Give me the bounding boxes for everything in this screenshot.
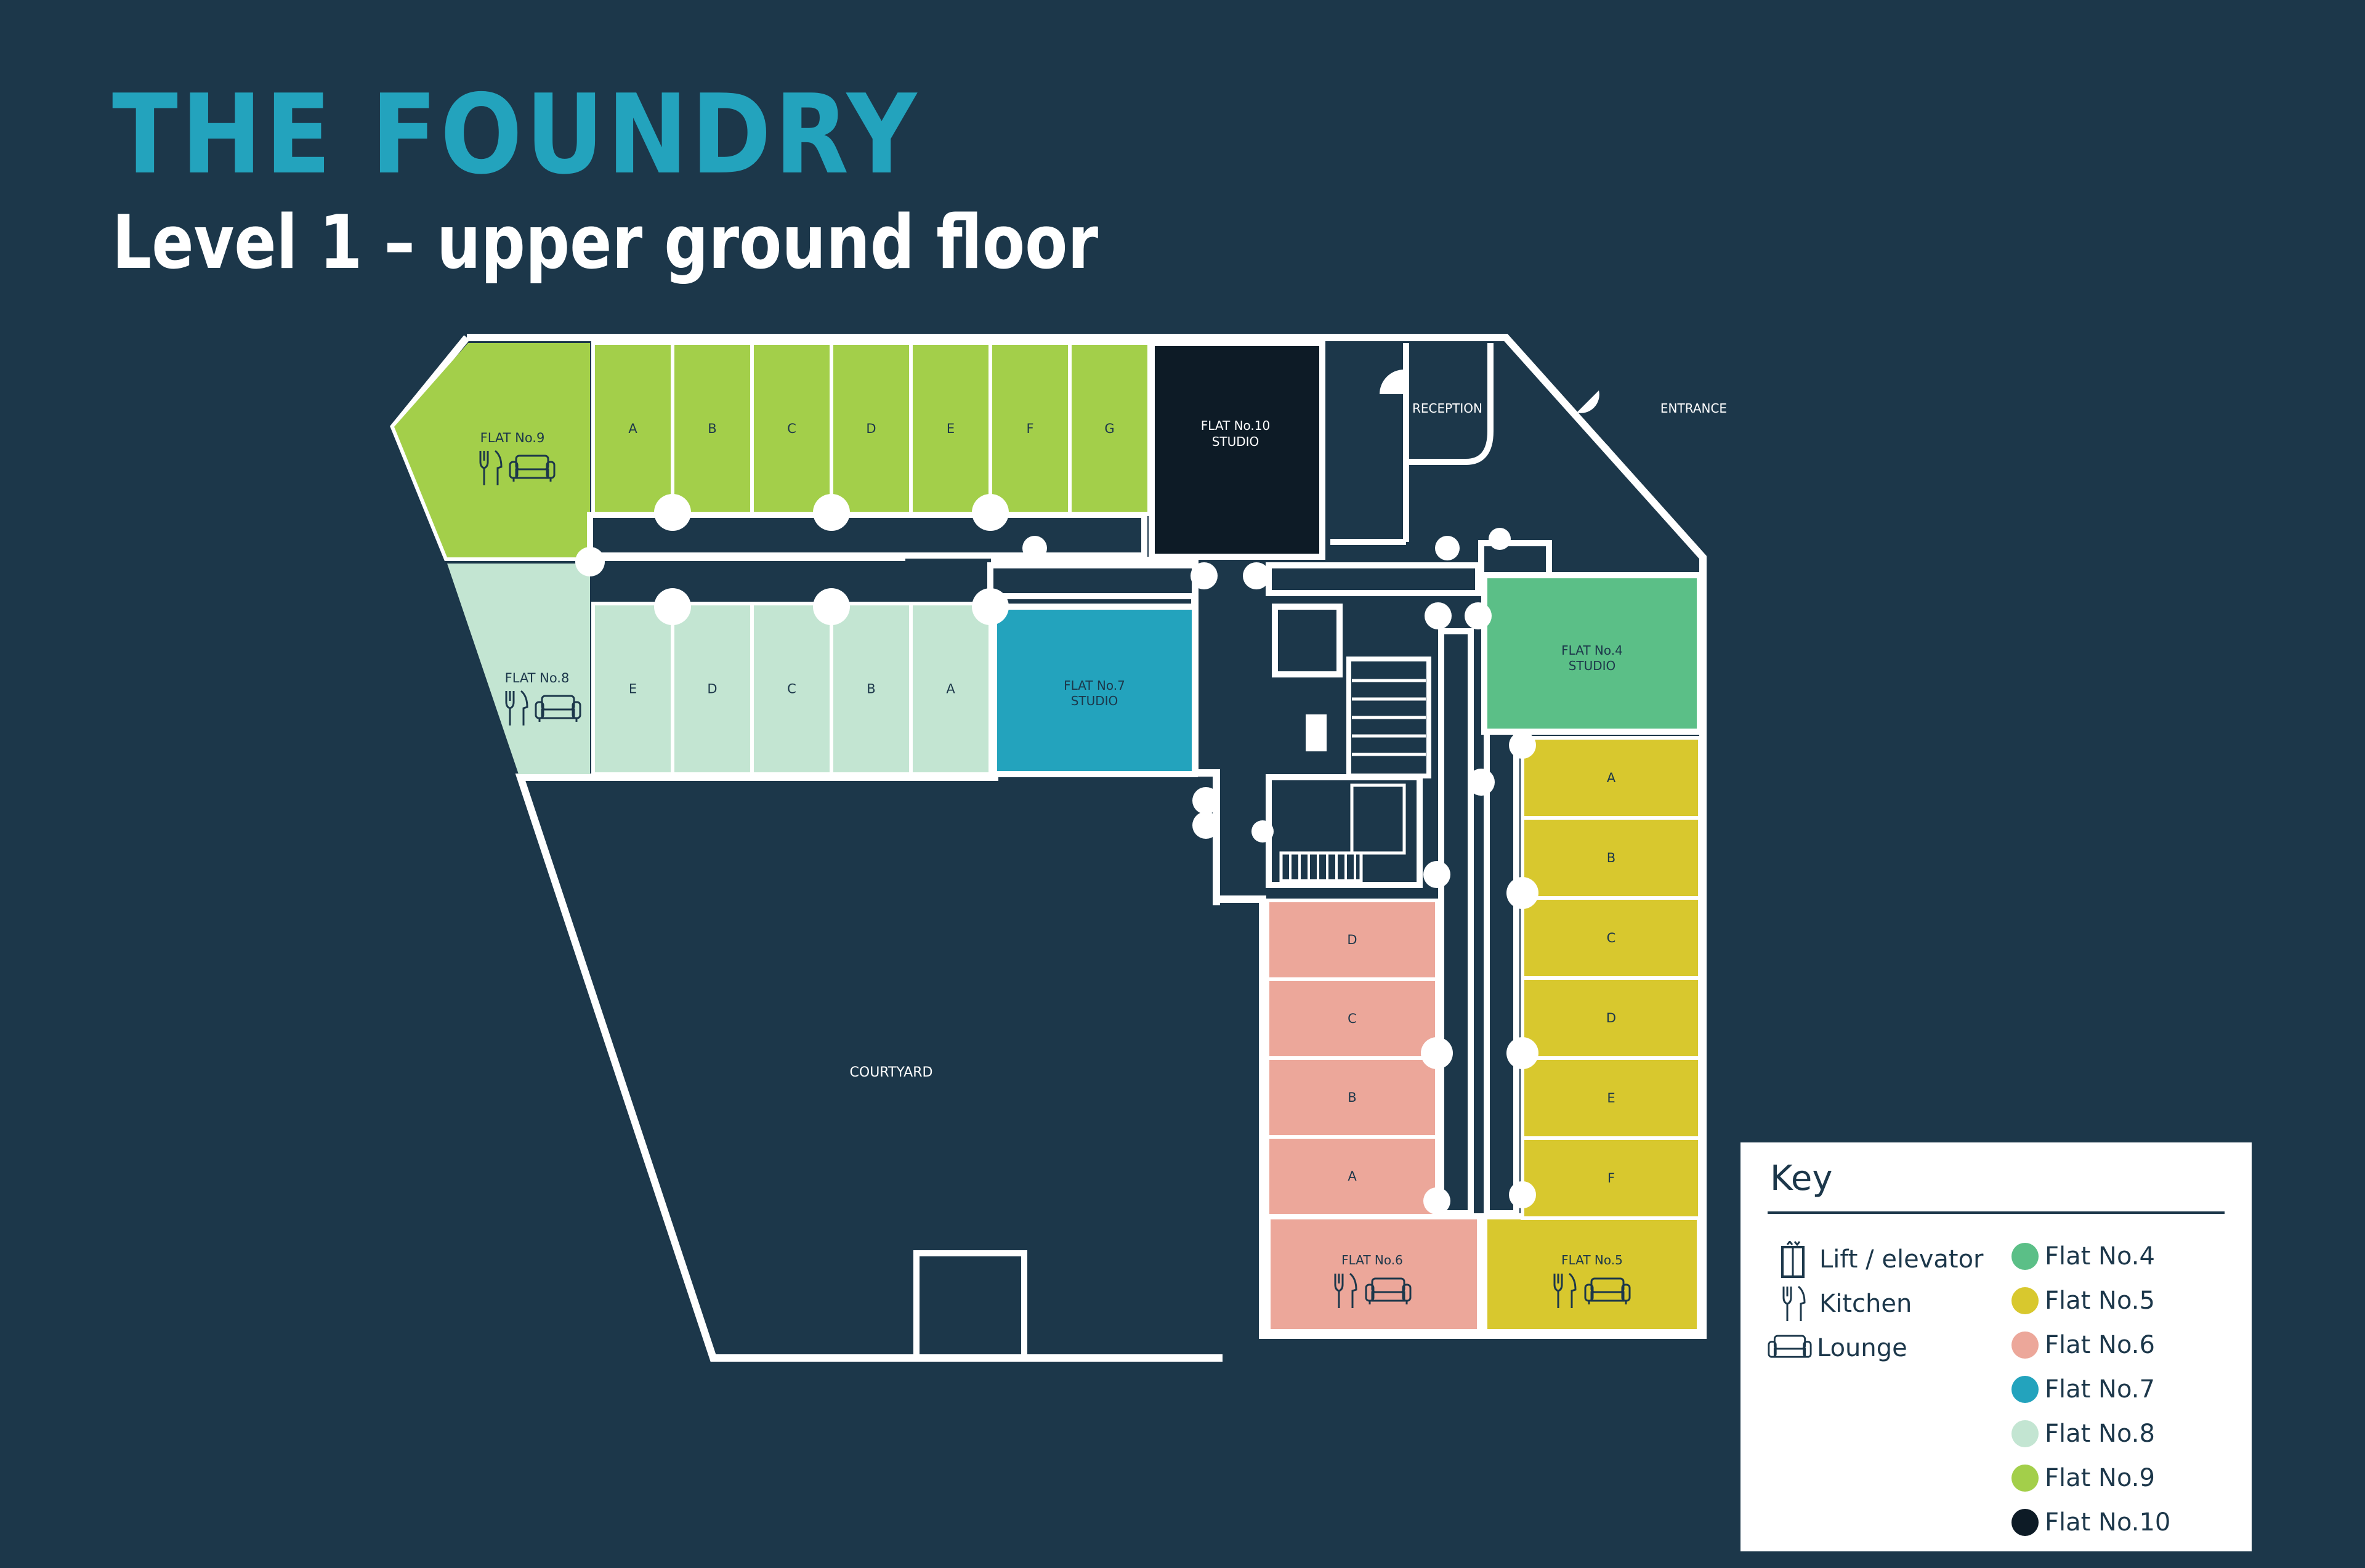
- room: [1521, 976, 1702, 1060]
- courtyard-label: COURTYARD: [850, 1065, 933, 1080]
- room-label: E: [1607, 1091, 1615, 1105]
- page-subtitle: Level 1 – upper ground floor: [112, 200, 1099, 286]
- room-label: B: [1607, 851, 1615, 865]
- flat-7-studio-label: STUDIO: [1071, 693, 1118, 708]
- kitchen-icon: [1782, 1285, 1806, 1321]
- key-lift-label: Lift / elevator: [1819, 1245, 1984, 1274]
- room: [830, 602, 913, 776]
- flat-4-studio-label: STUDIO: [1569, 658, 1616, 673]
- lift-icon: [1781, 1241, 1805, 1278]
- key-flat-label: Flat No.5: [2045, 1287, 2155, 1315]
- flat-9-label: FLAT No.9: [480, 430, 545, 445]
- color-swatch: [2011, 1332, 2039, 1359]
- key-flat-item: Flat No.8: [2011, 1420, 2155, 1448]
- color-swatch: [2011, 1465, 2039, 1492]
- room-label: E: [947, 421, 955, 436]
- room-label: C: [1348, 1011, 1357, 1026]
- key-flat-item: Flat No.7: [2011, 1375, 2155, 1404]
- entrance-door: [1577, 390, 1599, 413]
- room-label: D: [866, 421, 876, 436]
- key-flat-label: Flat No.4: [2045, 1242, 2155, 1271]
- room-label: B: [1348, 1090, 1356, 1105]
- room-label: A: [1348, 1169, 1357, 1184]
- reception-label: RECEPTION: [1412, 401, 1482, 416]
- flat-9-rooms: A B C D E F G: [591, 341, 1151, 516]
- key-flat-item: Flat No.5: [2011, 1287, 2155, 1315]
- flat-7-label: FLAT No.7: [1064, 678, 1125, 693]
- flat-5-label: FLAT No.5: [1561, 1253, 1623, 1267]
- key-flat-label: Flat No.7: [2045, 1375, 2155, 1404]
- key-flat-item: Flat No.4: [2011, 1242, 2155, 1271]
- key-flat-label: Flat No.10: [2045, 1508, 2171, 1537]
- flat-10: FLAT No.10 STUDIO: [1149, 340, 1325, 560]
- room-label: G: [1104, 421, 1114, 436]
- room: [909, 602, 992, 776]
- door-swings: [575, 494, 1538, 1214]
- reception: RECEPTION: [1330, 343, 1494, 545]
- flat-8-label: FLAT No.8: [505, 671, 570, 685]
- flat-6-rooms: D C B A: [1266, 899, 1439, 1218]
- flat-10-studio-label: STUDIO: [1212, 434, 1259, 449]
- key-flat-label: Flat No.6: [2045, 1331, 2155, 1359]
- flat-9: FLAT No.9: [394, 343, 590, 557]
- key-divider: [1768, 1211, 2225, 1214]
- room: [1266, 977, 1439, 1060]
- flat-4-label: FLAT No.4: [1561, 643, 1623, 658]
- flat-8: FLAT No.8: [447, 564, 590, 774]
- room-label: F: [1026, 421, 1033, 436]
- flat-4: FLAT No.4 STUDIO: [1481, 572, 1703, 735]
- room-label: C: [787, 421, 796, 436]
- room-label: E: [629, 682, 637, 697]
- room: [591, 341, 674, 516]
- room-label: B: [708, 421, 716, 436]
- key-flat-label: Flat No.9: [2045, 1464, 2155, 1492]
- room: [1521, 816, 1702, 900]
- courtyard: COURTYARD: [850, 1065, 1027, 1358]
- flat-6-label: FLAT No.6: [1341, 1253, 1403, 1267]
- room-label: D: [1347, 932, 1357, 947]
- room-label: F: [1607, 1171, 1615, 1186]
- room: [1266, 1135, 1439, 1218]
- color-swatch: [2011, 1376, 2039, 1403]
- room-label: D: [707, 682, 717, 697]
- key-kitchen-label: Kitchen: [1819, 1290, 1912, 1318]
- color-swatch: [2011, 1243, 2039, 1270]
- color-swatch: [2011, 1420, 2039, 1447]
- key-lounge-label: Lounge: [1817, 1334, 1907, 1362]
- room-label: B: [867, 682, 875, 697]
- entrance-label: ENTRANCE: [1660, 401, 1727, 416]
- room: [1521, 736, 1702, 820]
- room-label: A: [1607, 770, 1616, 785]
- key-lift: Lift / elevator: [1770, 1241, 1983, 1278]
- key-kitchen: Kitchen: [1770, 1285, 1912, 1322]
- room-label: C: [787, 682, 796, 697]
- lift-icon: [1306, 714, 1327, 751]
- key-flat-label: Flat No.8: [2045, 1420, 2155, 1448]
- lounge-icon: [1768, 1335, 1812, 1358]
- color-swatch: [2011, 1509, 2039, 1536]
- flat-7: FLAT No.7 STUDIO: [991, 604, 1198, 777]
- key-lounge: Lounge: [1768, 1330, 1907, 1367]
- key-panel: Key Lift / elevator Kitchen Lounge: [1740, 1142, 2252, 1551]
- room-label: C: [1607, 931, 1616, 945]
- room: [1521, 896, 1702, 980]
- key-title: Key: [1770, 1158, 1833, 1198]
- flat-5-rooms: A B C D E F: [1521, 736, 1702, 1220]
- key-flat-item: Flat No.6: [2011, 1331, 2155, 1359]
- room-label: D: [1606, 1011, 1616, 1025]
- key-flat-item: Flat No.10: [2011, 1508, 2170, 1537]
- color-swatch: [2011, 1287, 2039, 1314]
- building-outline: [467, 334, 1707, 1362]
- room-label: A: [628, 421, 637, 436]
- room: [1266, 1056, 1439, 1139]
- key-flat-item: Flat No.9: [2011, 1464, 2155, 1492]
- room: [1521, 1056, 1702, 1140]
- room: [1521, 1136, 1702, 1220]
- flat-10-label: FLAT No.10: [1201, 418, 1270, 433]
- room: [750, 602, 833, 776]
- room-label: A: [946, 682, 955, 697]
- page-title: THE FOUNDRY: [112, 71, 920, 198]
